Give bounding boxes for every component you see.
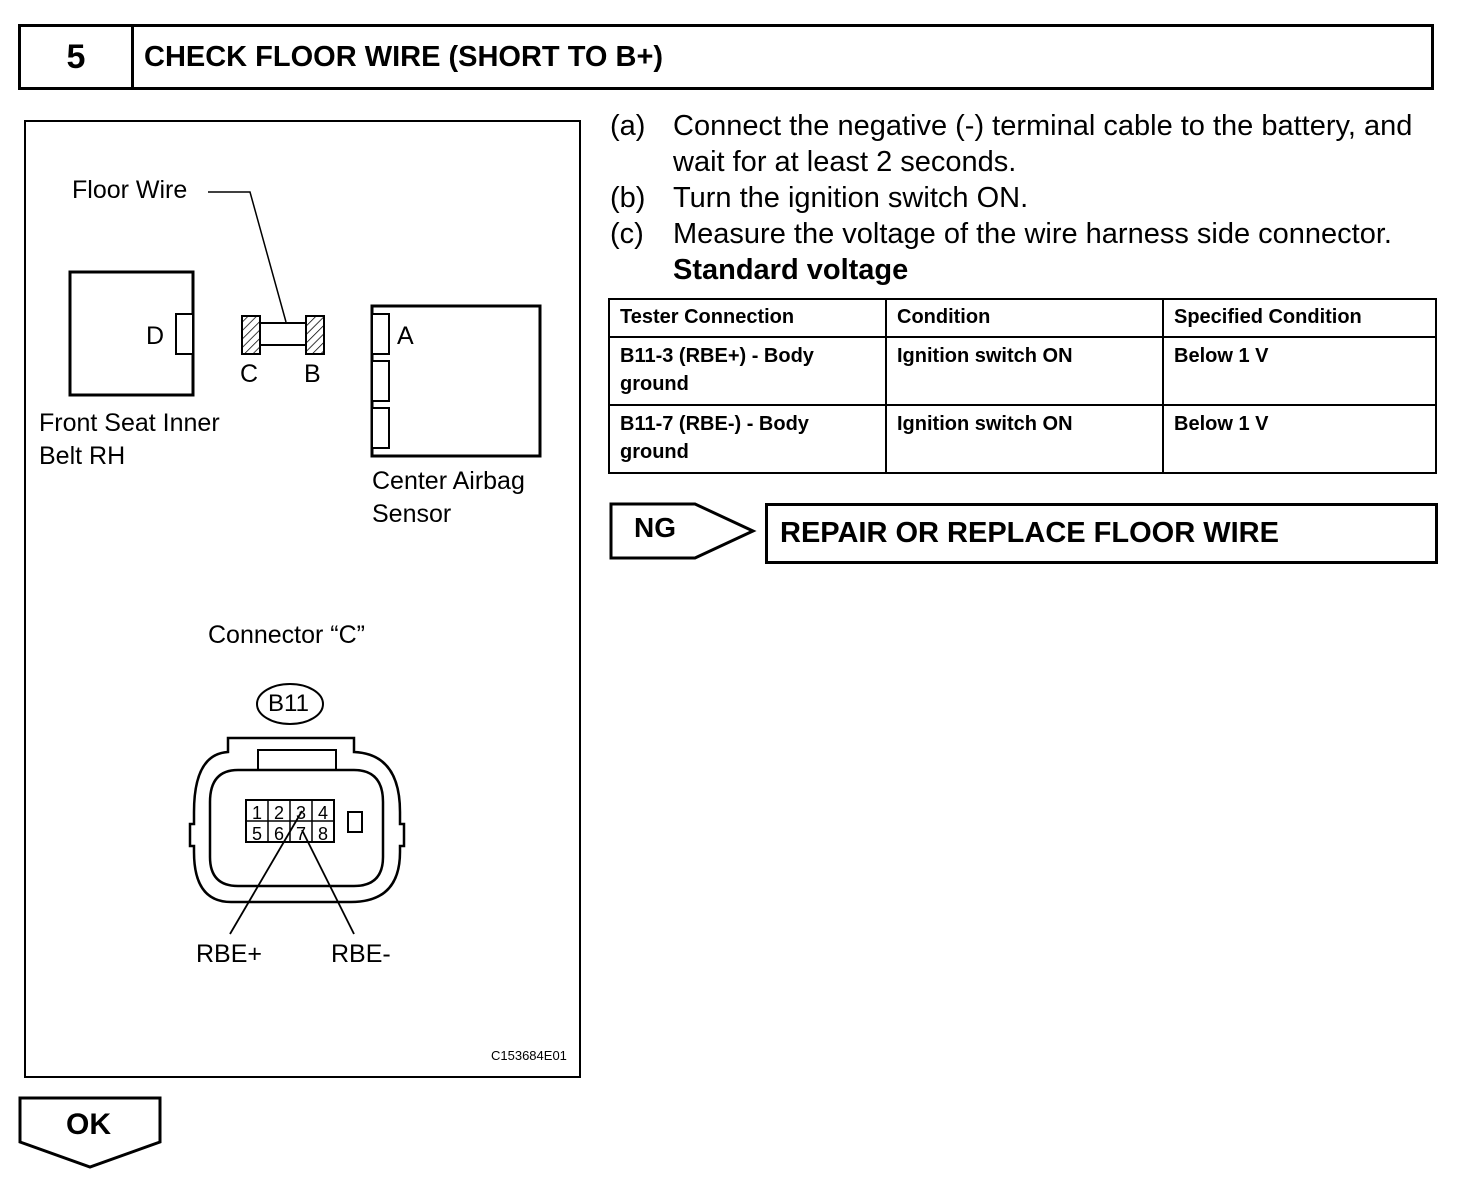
rbe-minus-label: RBE- <box>331 940 391 968</box>
table-row: B11-3 (RBE+) - Body ground Ignition swit… <box>608 336 1437 406</box>
step-header: 5 CHECK FLOOR WIRE (SHORT TO B+) <box>18 24 1434 90</box>
connector-d-shape <box>175 313 194 355</box>
airbag-sensor-label-1: Center Airbag <box>372 467 525 495</box>
step-text: Turn the ignition switch ON. <box>673 182 1029 214</box>
pin-4: 4 <box>318 803 328 823</box>
step-letter: (b) <box>610 182 646 214</box>
pin-5: 5 <box>252 824 262 844</box>
ok-label: OK <box>66 1108 111 1141</box>
connector-c-label: C <box>240 360 259 388</box>
rbe-minus-leader <box>301 829 355 935</box>
airbag-sensor-label-2: Sensor <box>372 500 452 528</box>
connector-id-oval <box>256 683 324 725</box>
table-row: B11-7 (RBE-) - Body ground Ignition swit… <box>608 404 1437 474</box>
connector-b-label: B <box>304 360 321 388</box>
pin-6: 6 <box>274 824 284 844</box>
ng-arrow-shape <box>609 502 757 560</box>
step-letter: (c) <box>610 218 644 250</box>
step-letter: (a) <box>610 110 646 142</box>
table-cell: Ignition switch ON <box>885 336 1164 406</box>
table-cell: B11-3 (RBE+) - Body ground <box>608 336 887 406</box>
connector-b11-outline <box>188 736 406 904</box>
column-header: Condition <box>885 298 1164 338</box>
standard-voltage-heading: Standard voltage <box>673 254 909 286</box>
front-seat-label-1: Front Seat Inner <box>39 409 220 437</box>
rbe-plus-leader <box>229 810 303 935</box>
connector-title: Connector “C” <box>208 621 365 649</box>
column-header: Tester Connection <box>608 298 887 338</box>
step-text: Measure the voltage of the wire harness … <box>673 218 1392 250</box>
table-cell: Ignition switch ON <box>885 404 1164 474</box>
figure-code: C153684E01 <box>491 1048 567 1063</box>
step-a: (a) Connect the negative (-) terminal ca… <box>610 108 1450 180</box>
floor-wire-body <box>259 322 307 346</box>
ok-arrow-shape <box>18 1096 162 1169</box>
step-text: Connect the negative (-) terminal cable … <box>673 110 1413 178</box>
connector-a-label: A <box>397 322 414 350</box>
floor-wire-leader <box>208 191 287 323</box>
step-number: 5 <box>21 27 134 87</box>
front-seat-belt-box <box>68 270 195 397</box>
pin-7: 7 <box>296 824 306 844</box>
connector-b-shape <box>305 315 325 355</box>
ng-label: NG <box>634 512 676 543</box>
pin-2: 2 <box>274 803 284 823</box>
table-header-row: Tester Connection Condition Specified Co… <box>608 298 1437 338</box>
diagram-drawing: 1 2 3 4 5 6 7 8 <box>68 191 542 935</box>
table-cell: Below 1 V <box>1162 404 1437 474</box>
connector-a-shape <box>371 313 390 355</box>
table-cell: B11-7 (RBE-) - Body ground <box>608 404 887 474</box>
ng-action-box: REPAIR OR REPLACE FLOOR WIRE <box>765 503 1438 564</box>
connector-c-shape <box>241 315 261 355</box>
column-header: Specified Condition <box>1162 298 1437 338</box>
connector-d-label: D <box>146 322 165 350</box>
rbe-plus-label: RBE+ <box>196 940 263 968</box>
front-seat-label-2: Belt RH <box>39 442 126 470</box>
spec-table: Tester Connection Condition Specified Co… <box>608 298 1437 474</box>
step-c: (c) Measure the voltage of the wire harn… <box>610 216 1450 252</box>
step-b: (b) Turn the ignition switch ON. <box>610 180 1450 216</box>
pin-1: 1 <box>252 803 262 823</box>
floor-wire-label: Floor Wire <box>72 176 188 204</box>
wiring-diagram: 1 2 3 4 5 6 7 8 Floor Wire D C B A Front… <box>24 120 581 1078</box>
procedure-steps: (a) Connect the negative (-) terminal ca… <box>610 108 1450 288</box>
connector-id: B11 <box>268 690 309 717</box>
pin-8: 8 <box>318 824 328 844</box>
table-cell: Below 1 V <box>1162 336 1437 406</box>
step-title: CHECK FLOOR WIRE (SHORT TO B+) <box>144 40 664 73</box>
